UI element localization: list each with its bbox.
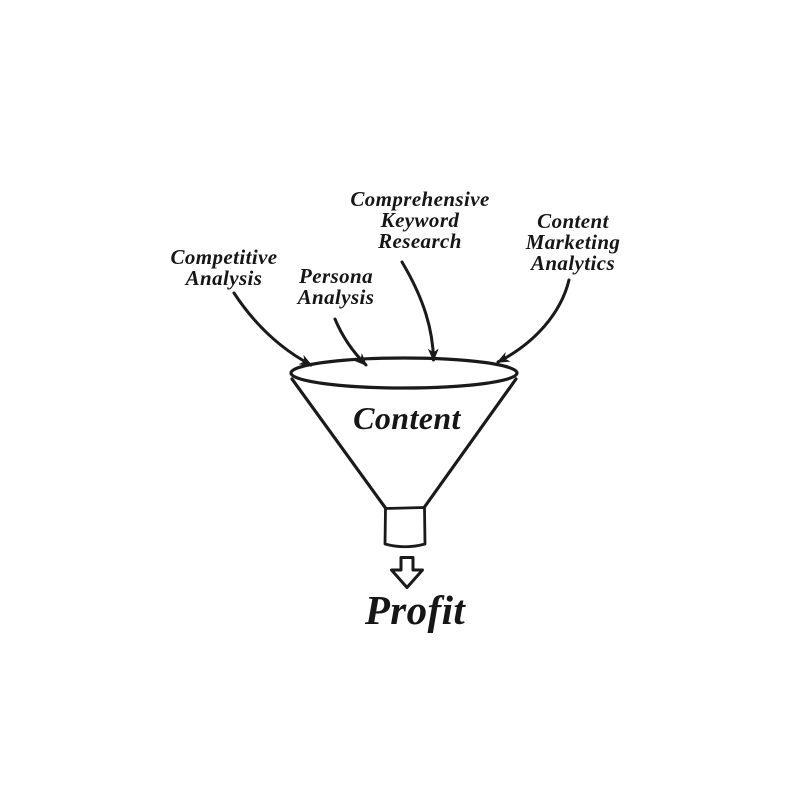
input-label-persona-analysis: Persona Analysis [297,264,375,309]
funnel-rim [289,356,519,390]
arrow-marketing-analytics [496,278,571,364]
funnel-spout [383,506,427,549]
arrow-persona-analysis [333,317,368,367]
input-label-keyword-research: Comprehensive Keyword Research [350,187,490,253]
down-arrow-icon [390,556,424,589]
arrow-competitive-analysis [232,291,313,367]
funnel-label: Content [353,400,461,436]
input-label-competitive-analysis: Competitive Analysis [170,245,278,290]
arrow-keyword-research [400,260,439,362]
output-label-profit: Profit [364,587,466,633]
input-label-marketing-analytics: Content Marketing Analytics [525,209,621,275]
funnel-cone [290,377,518,510]
